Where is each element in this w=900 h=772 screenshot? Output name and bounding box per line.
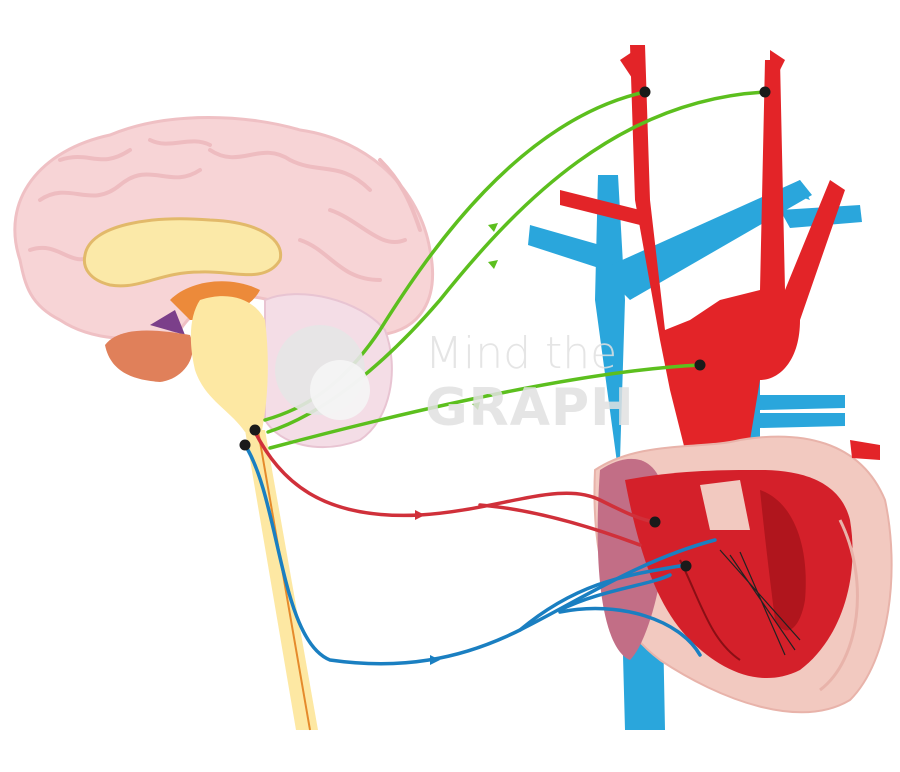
watermark-line1: Mind the [425, 328, 618, 379]
watermark-line2: GRAPH [425, 378, 635, 438]
parasympathetic-branch-2 [558, 573, 672, 612]
corpus-callosum [82, 217, 283, 288]
afferent-nerve-aortic [268, 363, 702, 450]
nerve-nodes [239, 86, 771, 572]
brain [13, 116, 435, 448]
myocardium [625, 470, 853, 679]
hypothalamus [105, 330, 193, 382]
pituitary [150, 310, 185, 335]
parasympathetic-branch-3 [558, 606, 702, 657]
arrow-icon [430, 655, 440, 665]
aorta-and-arteries [560, 45, 845, 470]
parasympathetic-nerve [243, 443, 717, 666]
sympathetic-branch [478, 503, 642, 547]
direction-arrows [472, 223, 498, 410]
sympathetic-nerve [253, 430, 657, 524]
purkinje-fibers [719, 549, 801, 656]
logo-mark [275, 325, 370, 420]
spinal-cord [245, 429, 318, 731]
brainstem [190, 296, 268, 432]
parasympathetic-branch-1 [518, 563, 687, 632]
arrow-icon [415, 510, 425, 520]
